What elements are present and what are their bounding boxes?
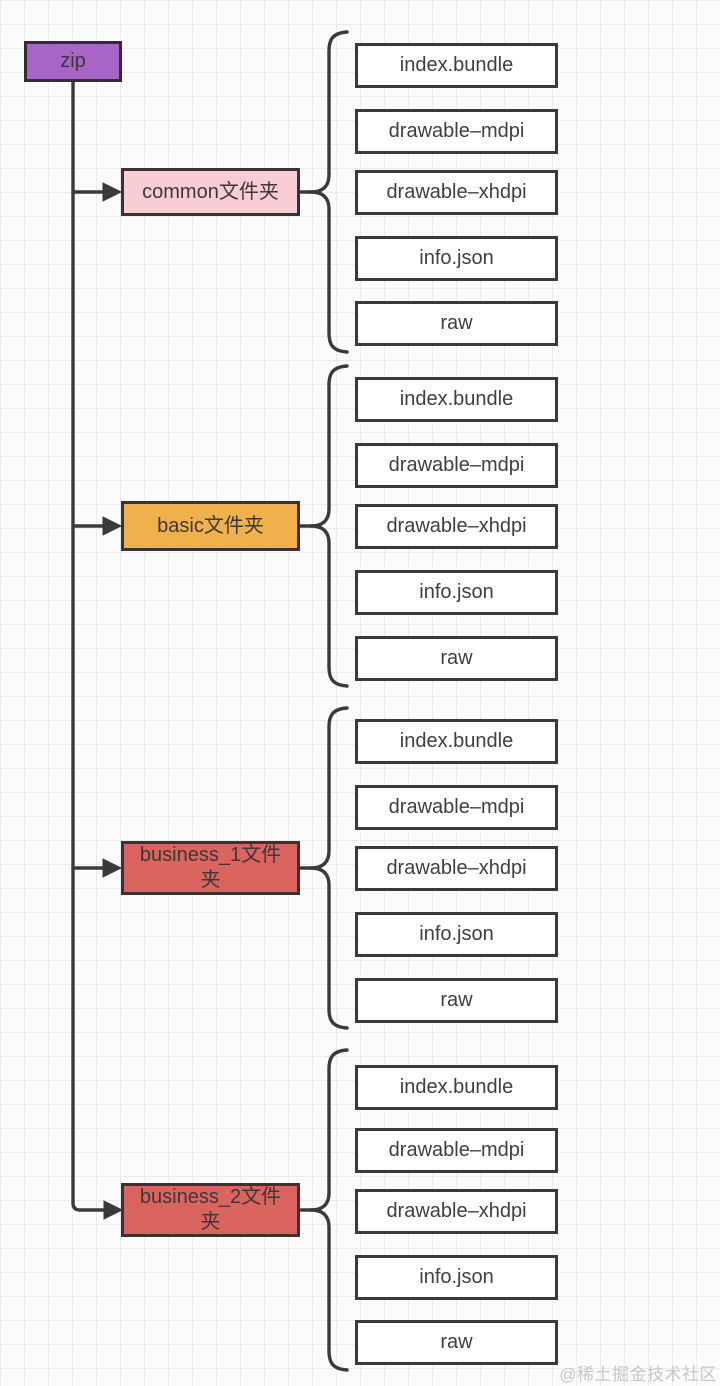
file-node: info.json (355, 912, 558, 957)
file-node: index.bundle (355, 719, 558, 764)
folder-node-basic: basic文件夹 (121, 501, 300, 551)
brace-common (309, 30, 349, 354)
file-node: info.json (355, 1255, 558, 1300)
file-node: drawable–xhdpi (355, 170, 558, 215)
file-node: index.bundle (355, 1065, 558, 1110)
zip-node: zip (24, 41, 122, 82)
file-node: raw (355, 978, 558, 1023)
file-node: index.bundle (355, 43, 558, 88)
file-node: info.json (355, 570, 558, 615)
file-node: drawable–mdpi (355, 785, 558, 830)
arrowhead-business-1 (102, 858, 123, 878)
brace-business-1 (309, 706, 349, 1030)
file-node: index.bundle (355, 377, 558, 422)
file-node: raw (355, 301, 558, 346)
arrowhead-common (102, 182, 123, 202)
file-node: raw (355, 1320, 558, 1365)
arrowhead-basic (102, 516, 123, 536)
file-node: drawable–mdpi (355, 443, 558, 488)
file-node: info.json (355, 236, 558, 281)
file-node: drawable–xhdpi (355, 1189, 558, 1234)
file-node: drawable–mdpi (355, 109, 558, 154)
brace-basic (309, 364, 349, 688)
trunk-line (71, 80, 105, 1212)
brace-business-2 (309, 1048, 349, 1372)
file-node: raw (355, 636, 558, 681)
folder-node-common: common文件夹 (121, 168, 300, 216)
file-node: drawable–xhdpi (355, 504, 558, 549)
watermark: @稀土掘金技术社区 (559, 1365, 717, 1384)
file-node: drawable–mdpi (355, 1128, 558, 1173)
folder-node-business-2: business_2文件夹 (121, 1183, 300, 1237)
arrowhead-business-2 (103, 1200, 124, 1220)
folder-node-business-1: business_1文件夹 (121, 841, 300, 895)
file-node: drawable–xhdpi (355, 846, 558, 891)
